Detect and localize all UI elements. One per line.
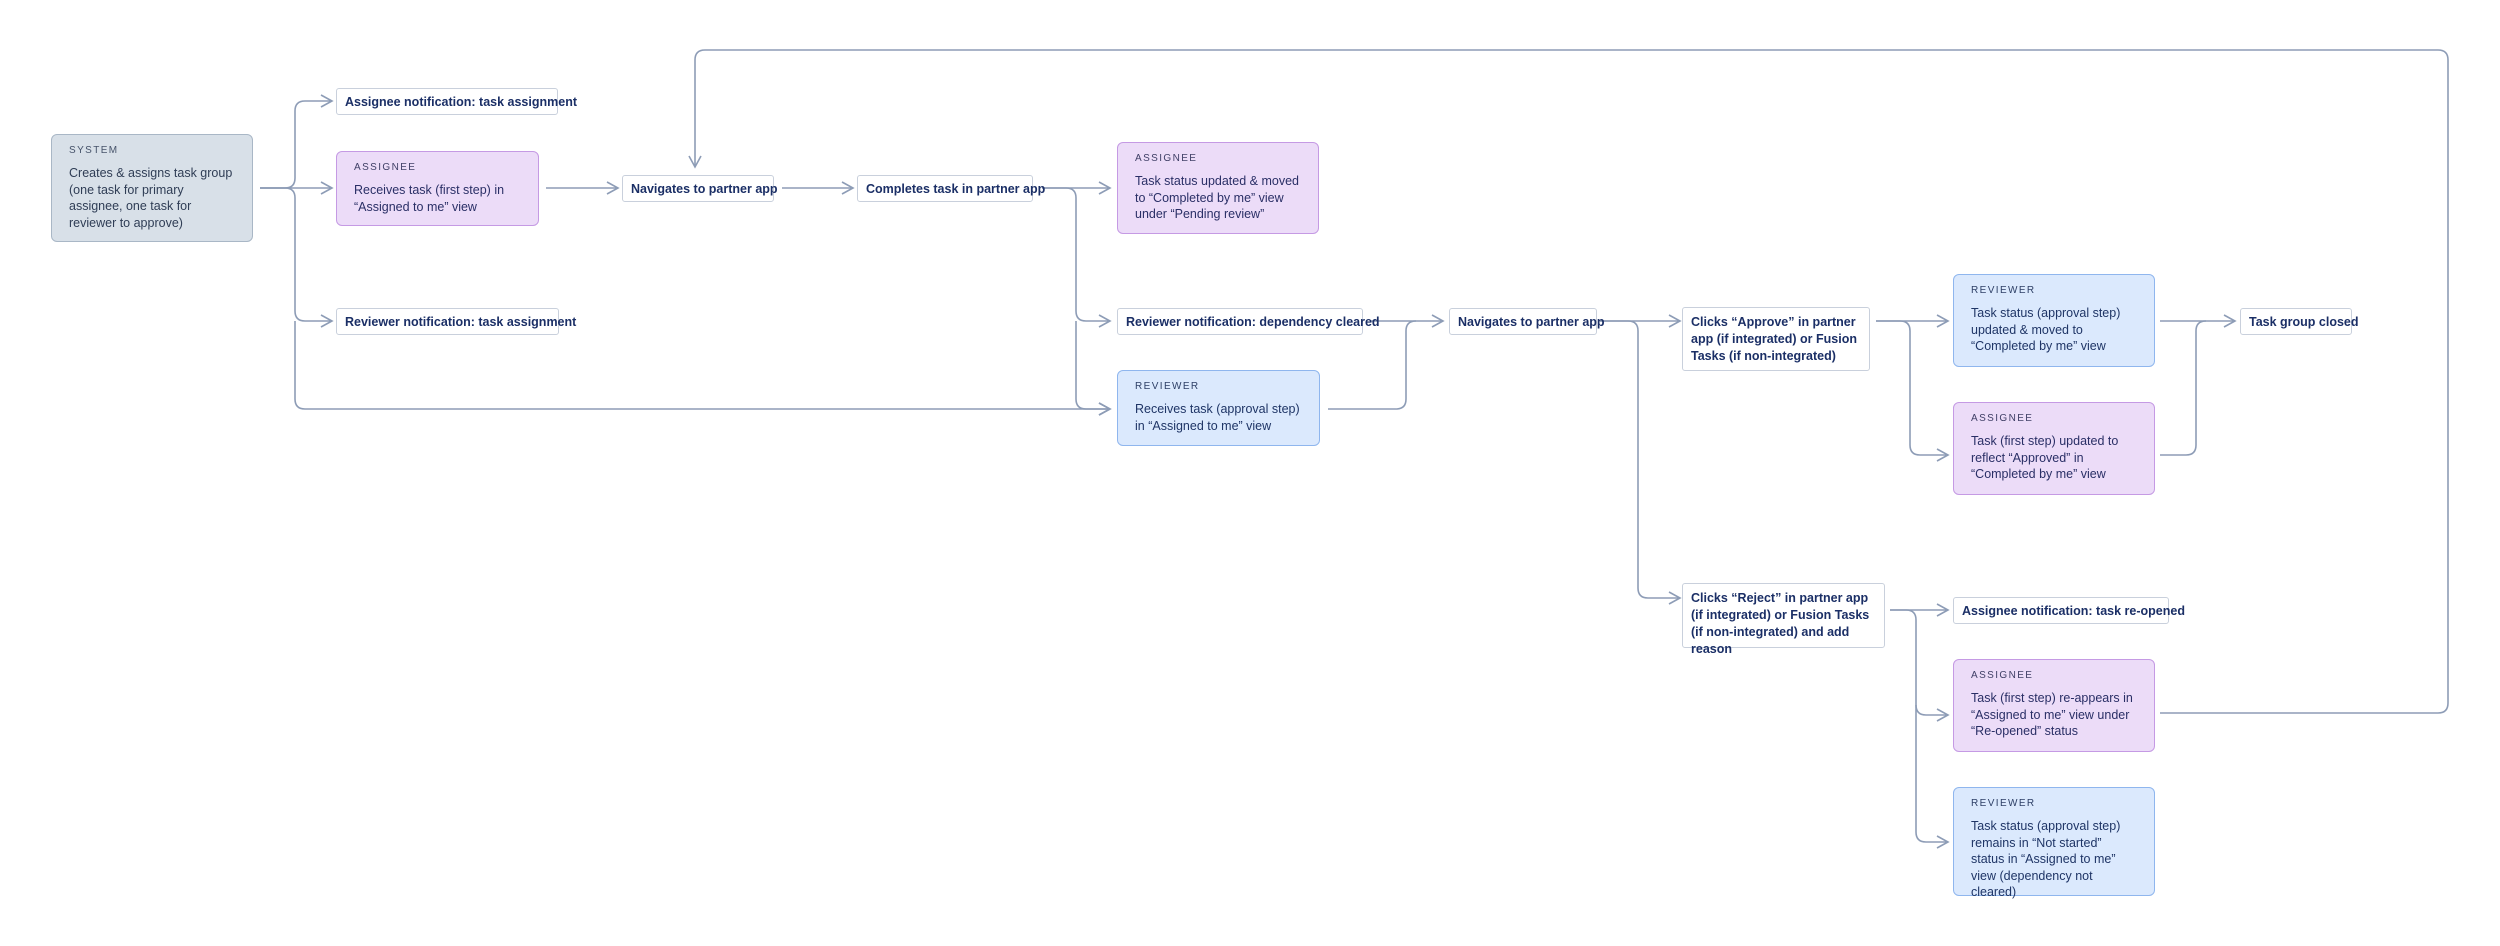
connector-system-to-assignee-notification	[260, 94, 334, 189]
connector-assignee-approved-to-closed	[2160, 320, 2207, 456]
assignee-reopened-description: Task (first step) re-appears in “Assigne…	[1971, 691, 2133, 738]
reviewer-receives-description: Receives task (approval step) in “Assign…	[1135, 402, 1300, 433]
assignee-role-label: ASSIGNEE	[354, 162, 417, 173]
assignee-notification-task-assignment: Assignee notification: task assignment	[336, 88, 577, 115]
assignee-reopened-card: ASSIGNEE Task (first step) re-appears in…	[1953, 659, 2155, 752]
connector-reviewer-receives-to-navigate	[1328, 320, 1417, 410]
connector-navigate-to-reject	[1600, 320, 1682, 605]
connector-completes-to-reviewer-receives	[1075, 321, 1112, 416]
reviewer-role-label: REVIEWER	[1971, 285, 2036, 296]
assignee-completed-card: ASSIGNEE Task status updated & moved to …	[1117, 142, 1319, 234]
reviewer-role-label: REVIEWER	[1971, 798, 2036, 809]
connector-reopened-loop-back	[688, 49, 2449, 714]
assignee-approved-card: ASSIGNEE Task (first step) updated to re…	[1953, 402, 2155, 495]
reviewer-not-started-card: REVIEWER Task status (approval step) rem…	[1953, 787, 2155, 899]
reviewer-receives-card: REVIEWER Receives task (approval step) i…	[1117, 370, 1320, 446]
clicks-approve-step: Clicks “Approve” in partner app (if inte…	[1682, 307, 1870, 371]
navigates-to-partner-app-step-2: Navigates to partner app	[1449, 308, 1605, 335]
system-description: Creates & assigns task group (one task f…	[69, 166, 233, 230]
assignee-notification-task-reopened: Assignee notification: task re-opened	[1953, 597, 2185, 624]
reviewer-not-started-description: Task status (approval step) remains in “…	[1971, 819, 2121, 899]
assignee-completed-description: Task status updated & moved to “Complete…	[1135, 174, 1299, 221]
reviewer-notification-task-assignment: Reviewer notification: task assignment	[336, 308, 576, 335]
navigates-to-partner-app-step-1: Navigates to partner app	[622, 175, 778, 202]
system-role-label: SYSTEM	[69, 145, 119, 156]
clicks-reject-step: Clicks “Reject” in partner app (if integ…	[1682, 583, 1885, 656]
assignee-role-label: ASSIGNEE	[1971, 670, 2034, 681]
connector-system-to-reviewer-notification	[260, 187, 334, 328]
reviewer-role-label: REVIEWER	[1135, 381, 1200, 392]
reviewer-completed-description: Task status (approval step) updated & mo…	[1971, 306, 2121, 353]
system-card: SYSTEM Creates & assigns task group (one…	[51, 134, 253, 242]
reviewer-notification-dependency-cleared: Reviewer notification: dependency cleare…	[1117, 308, 1380, 335]
connector-completes-to-dependency-cleared	[1042, 187, 1112, 328]
assignee-receives-card: ASSIGNEE Receives task (first step) in “…	[336, 151, 539, 226]
connector-reject-to-assignee-reopened	[1890, 609, 1950, 722]
reviewer-completed-card: REVIEWER Task status (approval step) upd…	[1953, 274, 2155, 367]
connector-reject-to-reviewer-not-started	[1915, 705, 1950, 849]
assignee-role-label: ASSIGNEE	[1135, 153, 1198, 164]
assignee-role-label: ASSIGNEE	[1971, 413, 2034, 424]
assignee-receives-description: Receives task (first step) in “Assigned …	[354, 183, 505, 214]
connector-system-to-reviewer-receives	[294, 321, 1112, 416]
task-group-closed: Task group closed	[2240, 308, 2359, 335]
assignee-approved-description: Task (first step) updated to reflect “Ap…	[1971, 434, 2119, 481]
completes-task-in-partner-app: Completes task in partner app	[857, 175, 1045, 202]
connector-approve-to-assignee-approved	[1876, 320, 1950, 462]
